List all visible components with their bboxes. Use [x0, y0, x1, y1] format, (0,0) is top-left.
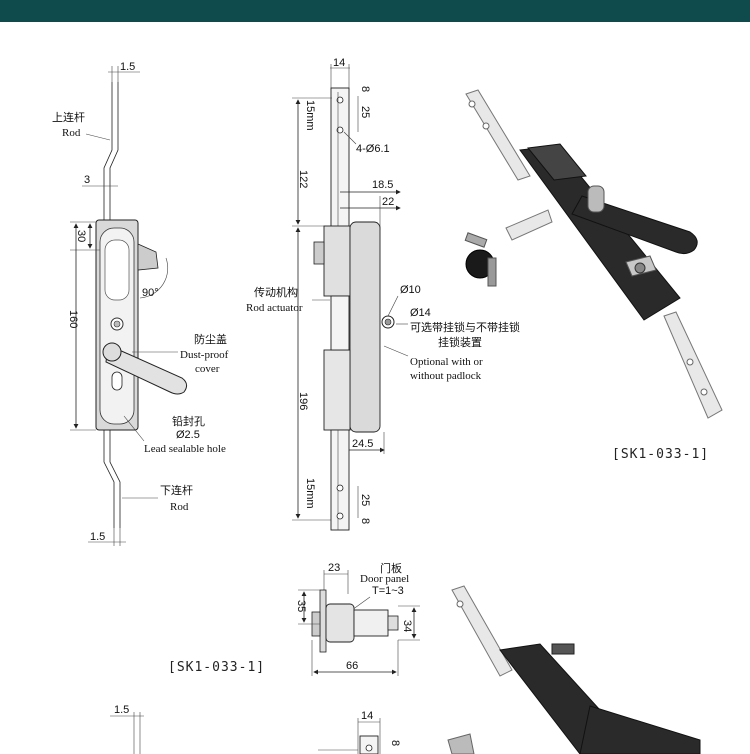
padlock-zh-2: 挂锁装置	[438, 335, 482, 349]
dim-30: 30	[75, 230, 87, 242]
side-dim-15mm-b: 15mm	[304, 478, 316, 509]
lower-dim-8: 8	[389, 740, 401, 746]
seal-dia: Ø2.5	[176, 429, 200, 441]
door-en: Door panel	[360, 573, 409, 585]
side-dim-196: 196	[297, 392, 309, 410]
side-dim-25: 25	[359, 106, 371, 118]
front-view: 1.5 上连杆 Rod 3 90° 30 160 防尘盖 Dust-proof …	[52, 61, 229, 546]
dim-top: 1.5	[120, 61, 135, 73]
product-photo-2	[447, 585, 701, 754]
side-dim-122: 122	[297, 170, 309, 188]
top-body	[325, 603, 355, 643]
header-bar	[0, 0, 750, 22]
seal-label-en: Lead sealable hole	[144, 443, 226, 455]
side-dim-18-5: 18.5	[372, 179, 393, 191]
side-dim-14: 14	[333, 57, 345, 69]
rod-top-label-zh: 上连杆	[52, 110, 85, 124]
lower-dim-14: 14	[361, 710, 373, 722]
side-actuator	[323, 225, 351, 297]
top-dim-66: 66	[346, 660, 358, 672]
product-photo-1	[464, 89, 723, 419]
door-panel	[319, 589, 327, 653]
padlock-zh-1: 可选带挂锁与不带挂锁	[410, 320, 520, 334]
side-dim-24-5: 24.5	[352, 438, 373, 450]
side-dim-8: 8	[359, 86, 371, 92]
cover-label-en-2: cover	[195, 363, 220, 375]
dia-10: Ø10	[400, 284, 421, 296]
lower-dim-1-5: 1.5	[114, 704, 129, 716]
side-dim-15mm: 15mm	[304, 100, 316, 131]
dia-14: Ø14	[410, 307, 431, 319]
top-view: 23 门板 Door panel T=1~3 35 34 66	[295, 561, 420, 676]
side-view: 14 8 25 15mm 4-Ø6.1 122 196 18.5 22	[246, 57, 520, 531]
drawing-caption: [SK1-033-1]	[168, 660, 265, 675]
dim-3: 3	[84, 174, 90, 186]
padlock-en-2: without padlock	[410, 370, 482, 382]
seal-label-zh: 铅封孔	[172, 414, 205, 428]
padlock-en-1: Optional with or	[410, 356, 483, 368]
rod-bottom-label-zh: 下连杆	[160, 483, 193, 497]
holes-label: 4-Ø6.1	[356, 143, 390, 155]
cover-label-en-1: Dust-proof	[180, 349, 229, 361]
dim-bottom: 1.5	[90, 531, 105, 543]
rod-bottom-label-en: Rod	[170, 501, 189, 513]
top-dim-34: 34	[401, 620, 413, 632]
dim-160: 160	[67, 310, 79, 328]
actuator-zh: 传动机构	[254, 285, 298, 299]
top-dim-35: 35	[295, 600, 307, 612]
top-rod-edge	[109, 82, 119, 222]
side-dim-22: 22	[382, 196, 394, 208]
angle-90: 90°	[142, 287, 159, 299]
side-rod-bottom	[330, 429, 350, 531]
handle	[105, 344, 188, 395]
rod-top-label-en: Rod	[62, 127, 81, 139]
door-thickness: T=1~3	[372, 585, 404, 597]
top-rod	[103, 82, 113, 222]
side-rod-top	[330, 87, 350, 229]
handle-photo	[571, 195, 698, 255]
top-dim-23: 23	[328, 562, 340, 574]
door-zh: 门板	[380, 561, 402, 575]
side-dim-8-b: 8	[359, 518, 371, 524]
lower-partial-drawing: 1.5 14 8	[110, 704, 401, 754]
bottom-rod	[109, 430, 121, 528]
actuator-en: Rod actuator	[246, 302, 303, 314]
side-dim-25-b: 25	[359, 494, 371, 506]
side-body	[349, 221, 381, 433]
photo-caption: [SK1-033-1]	[612, 447, 709, 462]
cover-label-zh: 防尘盖	[194, 332, 227, 346]
